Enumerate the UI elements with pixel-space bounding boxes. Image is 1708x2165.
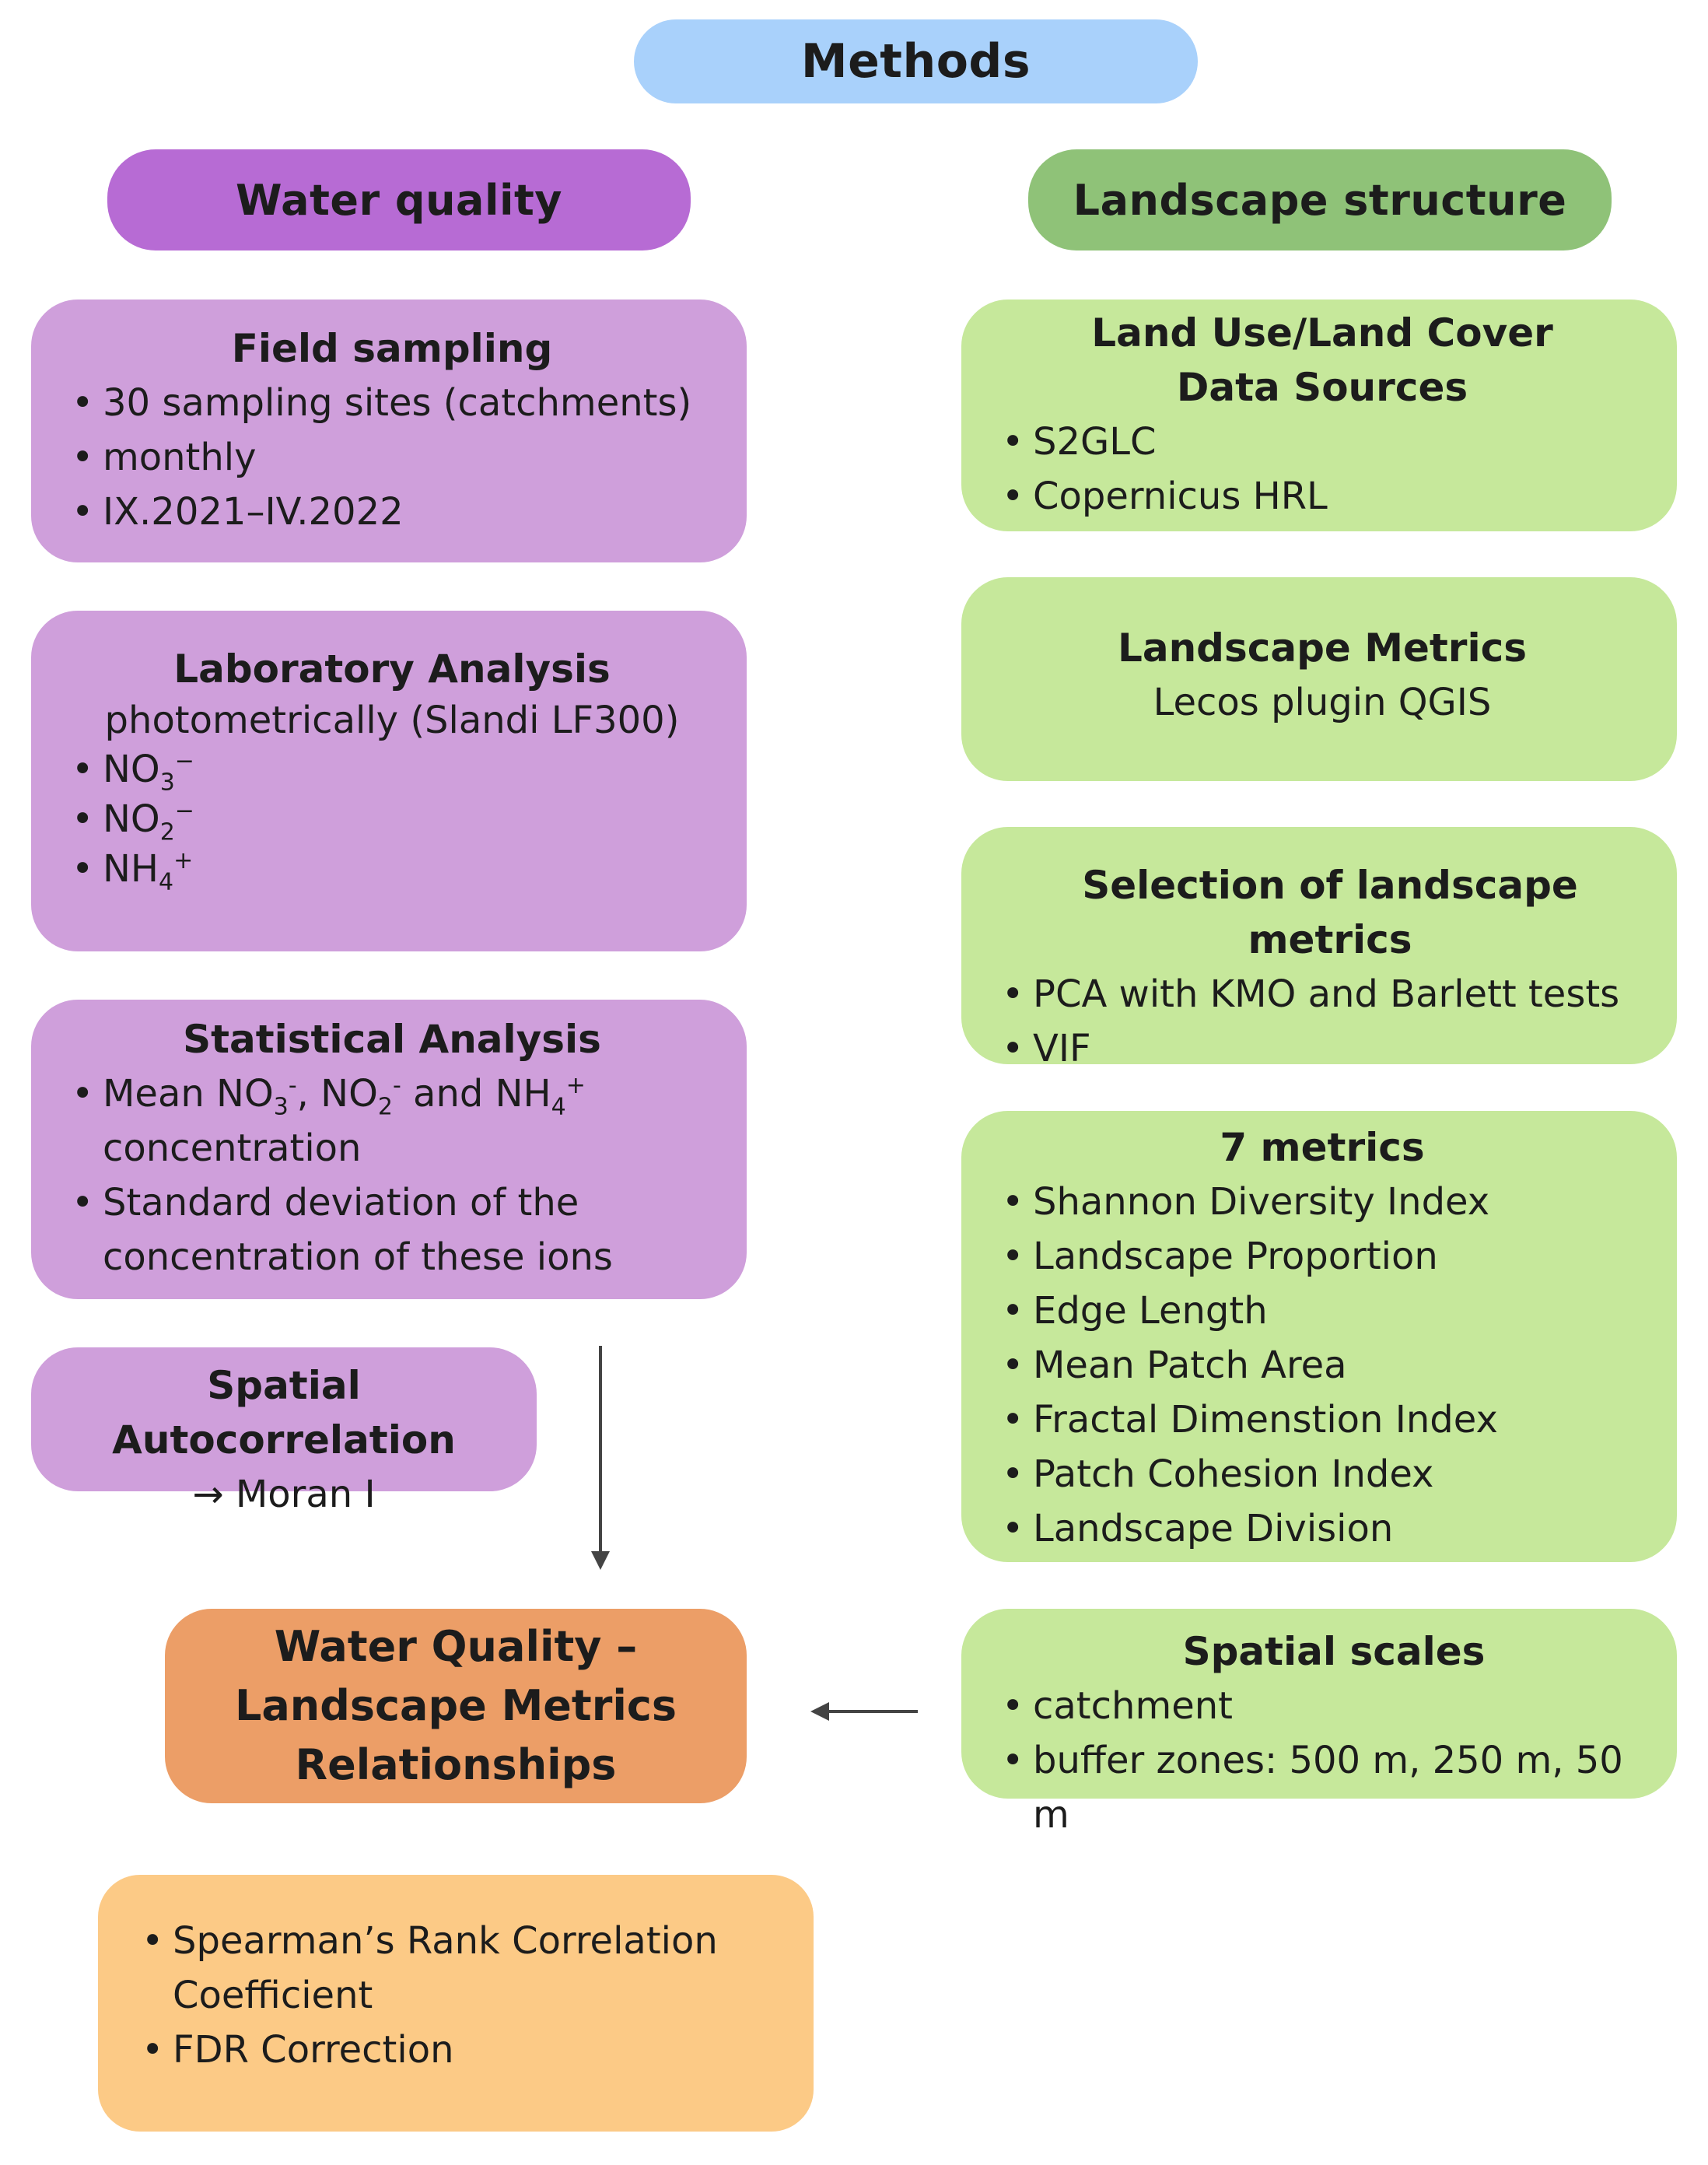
methods-title: Methods [634,19,1198,103]
metric-selection-title: Selection of landscape metrics [1082,863,1578,962]
list-item: catchment [999,1679,1669,1733]
list-item: Copernicus HRL [999,469,1646,524]
list-item: Spearman’s Rank Correlation Coefficient [138,1914,782,2023]
list-item: FDR Correction [138,2023,782,2077]
list-item: buffer zones: 500 m, 250 m, 50 m [999,1733,1669,1842]
relationships-box: Water Quality – Landscape Metrics Relati… [165,1609,747,1803]
spatial-autocorrelation-box: Spatial Autocorrelation → Moran I [31,1347,537,1516]
list-item: Mean Patch Area [999,1338,1646,1393]
list-item: Patch Cohesion Index [999,1447,1646,1501]
lulc-sources-title: Land Use/Land Cover Data Sources [1091,310,1553,410]
metric-selection-box: Selection of landscape metrics PCA with … [961,827,1677,1076]
statistics-box: Spearman’s Rank Correlation Coefficient … [98,1875,814,2132]
mean-concentration-item: Mean NO3-, NO2- and NH4+concentration [68,1067,716,1175]
spatial-autocorrelation-subtitle: → Moran I [192,1473,376,1516]
spatial-scales-box: Spatial scales catchment buffer zones: 5… [961,1609,1677,1837]
list-item: Fractal Dimenstion Index [999,1393,1646,1447]
relationships-title-line2: Landscape Metrics [234,1681,677,1730]
landscape-metrics-box: Landscape Metrics Lecos plugin QGIS [961,577,1677,781]
laboratory-analysis-subtitle: photometrically (Slandi LF300) [104,699,680,742]
statistical-analysis-title: Statistical Analysis [183,1017,601,1062]
ion-nitrite: NO2− [68,794,716,844]
water-quality-header: Water quality [107,149,691,250]
methods-title-text: Methods [800,34,1031,89]
ion-ammonium: NH4+ [68,844,716,894]
seven-metrics-title: 7 metrics [1220,1125,1425,1170]
list-item: monthly [68,430,716,485]
list-item: Edge Length [999,1284,1646,1338]
landscape-metrics-subtitle: Lecos plugin QGIS [1153,681,1492,724]
statistical-analysis-box: Statistical Analysis Mean NO3-, NO2- and… [31,1000,747,1299]
left-arrow [810,1702,918,1721]
landscape-structure-header-text: Landscape structure [1073,175,1567,225]
list-item: Landscape Division [999,1501,1646,1556]
list-item: 30 sampling sites (catchments) [68,376,716,430]
laboratory-analysis-box: Laboratory Analysis photometrically (Sla… [31,611,747,951]
standard-deviation-item: Standard deviation of the concentration … [68,1175,716,1284]
list-item: S2GLC [999,415,1646,469]
seven-metrics-box: 7 metrics Shannon Diversity Index Landsc… [961,1111,1677,1562]
laboratory-analysis-title: Laboratory Analysis [173,646,611,692]
landscape-structure-header: Landscape structure [1028,149,1612,250]
lulc-sources-box: Land Use/Land Cover Data Sources S2GLC C… [961,300,1677,531]
spatial-autocorrelation-title: Spatial Autocorrelation [112,1363,456,1463]
water-quality-header-text: Water quality [235,175,563,225]
down-arrow [591,1346,610,1570]
field-sampling-box: Field sampling 30 sampling sites (catchm… [31,300,747,562]
ion-nitrate: NO3− [68,744,716,794]
list-item: Landscape Proportion [999,1229,1646,1284]
relationships-title-line3: Relationships [295,1740,617,1789]
landscape-metrics-title: Landscape Metrics [1117,625,1527,671]
spatial-scales-title: Spatial scales [1182,1629,1486,1674]
field-sampling-title: Field sampling [231,326,553,371]
relationships-title-line1: Water Quality – [274,1622,638,1671]
list-item: Shannon Diversity Index [999,1175,1646,1229]
list-item: VIF [999,1021,1661,1076]
list-item: IX.2021–IV.2022 [68,485,716,539]
list-item: PCA with KMO and Barlett tests [999,967,1661,1021]
